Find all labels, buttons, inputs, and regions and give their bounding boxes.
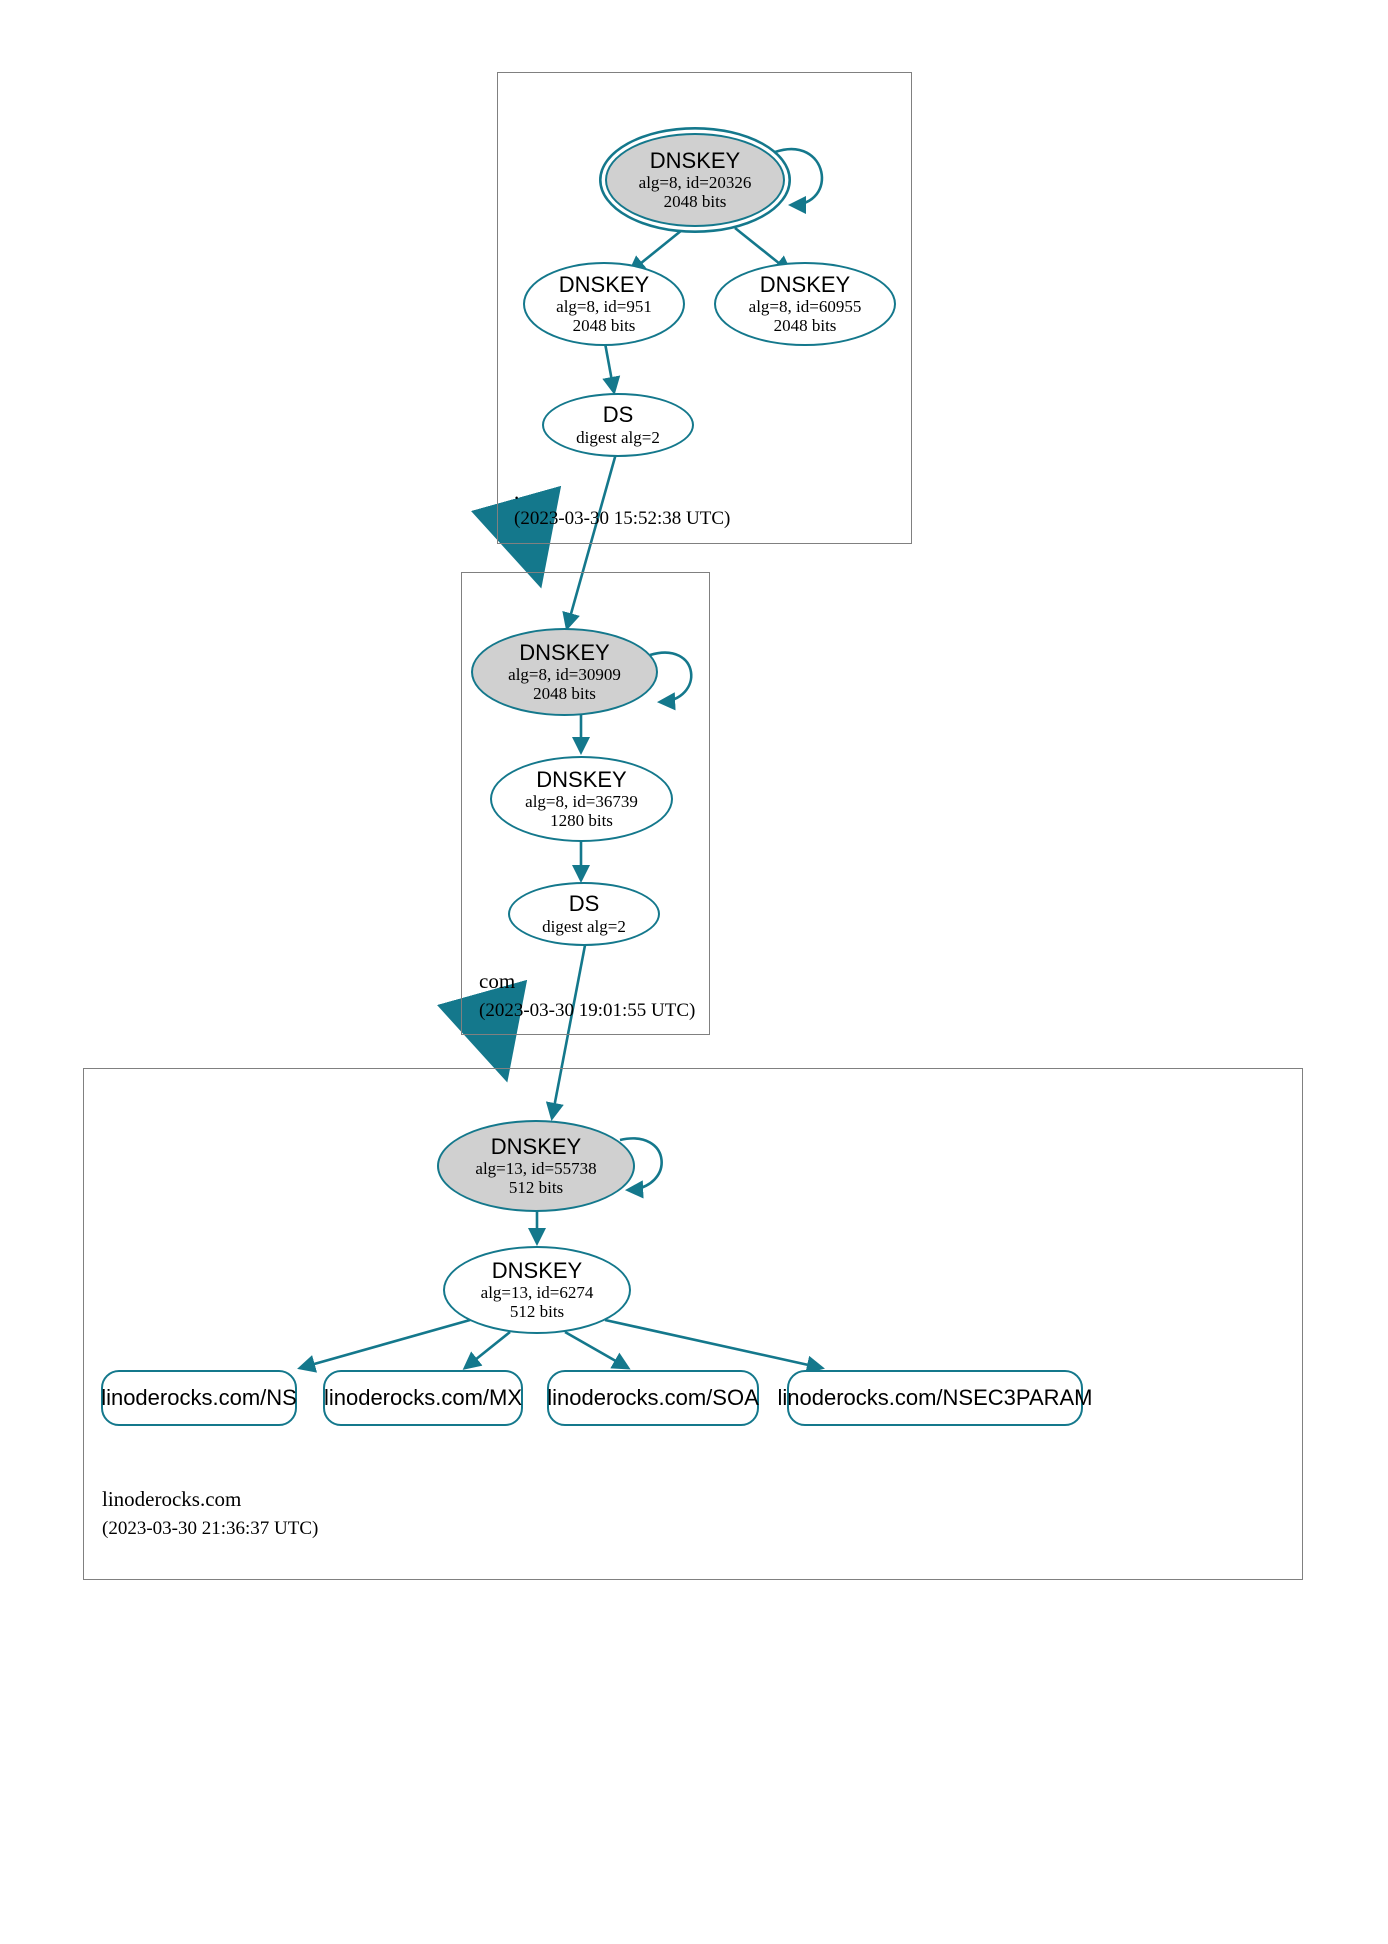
- node-alg-id-label: alg=8, id=60955: [748, 297, 862, 317]
- node-alg-id-label: alg=13, id=55738: [475, 1159, 597, 1179]
- node-alg-id-label: alg=8, id=20326: [638, 173, 752, 193]
- node-type-label: DS: [568, 891, 600, 917]
- dnskey-node-root-zsk-951[interactable]: DNSKEY alg=8, id=951 2048 bits: [523, 262, 685, 346]
- node-keysize-label: 512 bits: [509, 1302, 565, 1322]
- dnskey-node-com-zsk[interactable]: DNSKEY alg=8, id=36739 1280 bits: [490, 756, 673, 842]
- dnskey-node-linoderocks-ksk[interactable]: DNSKEY alg=13, id=55738 512 bits: [437, 1120, 635, 1212]
- node-type-label: DNSKEY: [649, 147, 741, 173]
- zone-name-root: .: [514, 480, 520, 504]
- rrset-label: linoderocks.com/NS: [101, 1384, 297, 1410]
- zone-box-linoderocks: [83, 1068, 1303, 1580]
- zone-name-com: com: [479, 969, 516, 993]
- node-keysize-label: 2048 bits: [773, 316, 837, 336]
- zone-box-com: [461, 572, 710, 1035]
- node-alg-id-label: alg=8, id=30909: [508, 665, 621, 685]
- rrset-label: linoderocks.com/NSEC3PARAM: [777, 1384, 1093, 1410]
- node-keysize-label: 1280 bits: [550, 811, 613, 831]
- zone-timestamp-root: (2023-03-30 15:52:38 UTC): [514, 508, 731, 529]
- ds-node-root[interactable]: DS digest alg=2: [542, 393, 694, 457]
- ds-node-com[interactable]: DS digest alg=2: [508, 882, 660, 946]
- node-digest-label: digest alg=2: [576, 427, 660, 447]
- rrset-node-mx[interactable]: linoderocks.com/MX: [323, 1370, 523, 1426]
- rrset-label: linoderocks.com/SOA: [547, 1384, 759, 1410]
- rrset-node-ns[interactable]: linoderocks.com/NS: [101, 1370, 297, 1426]
- node-digest-label: digest alg=2: [542, 916, 626, 936]
- node-keysize-label: 512 bits: [508, 1178, 564, 1198]
- node-type-label: DNSKEY: [536, 766, 627, 792]
- node-keysize-label: 2048 bits: [533, 684, 596, 704]
- dnskey-node-root-ksk[interactable]: DNSKEY alg=8, id=20326 2048 bits: [605, 133, 785, 227]
- rrset-label: linoderocks.com/MX: [323, 1384, 523, 1410]
- node-keysize-label: 2048 bits: [572, 316, 636, 336]
- node-type-label: DNSKEY: [759, 271, 851, 297]
- rrset-node-soa[interactable]: linoderocks.com/SOA: [547, 1370, 759, 1426]
- zone-timestamp-com: (2023-03-30 19:01:55 UTC): [479, 1000, 696, 1021]
- node-alg-id-label: alg=8, id=951: [556, 297, 652, 317]
- zone-timestamp-linoderocks: (2023-03-30 21:36:37 UTC): [102, 1518, 319, 1539]
- node-alg-id-label: alg=8, id=36739: [525, 792, 638, 812]
- node-type-label: DNSKEY: [490, 1133, 582, 1159]
- node-type-label: DNSKEY: [558, 271, 650, 297]
- dnskey-node-com-ksk[interactable]: DNSKEY alg=8, id=30909 2048 bits: [471, 628, 658, 716]
- rrset-node-nsec3param[interactable]: linoderocks.com/NSEC3PARAM: [777, 1370, 1093, 1426]
- zone-name-linoderocks: linoderocks.com: [102, 1487, 242, 1511]
- node-type-label: DS: [602, 402, 634, 428]
- node-type-label: DNSKEY: [491, 1257, 583, 1283]
- node-alg-id-label: alg=13, id=6274: [480, 1283, 594, 1303]
- zone-box-root: [497, 72, 912, 544]
- dnskey-node-linoderocks-zsk[interactable]: DNSKEY alg=13, id=6274 512 bits: [443, 1246, 631, 1334]
- node-type-label: DNSKEY: [519, 639, 610, 665]
- dnskey-node-root-zsk-60955[interactable]: DNSKEY alg=8, id=60955 2048 bits: [714, 262, 896, 346]
- node-keysize-label: 2048 bits: [663, 192, 727, 212]
